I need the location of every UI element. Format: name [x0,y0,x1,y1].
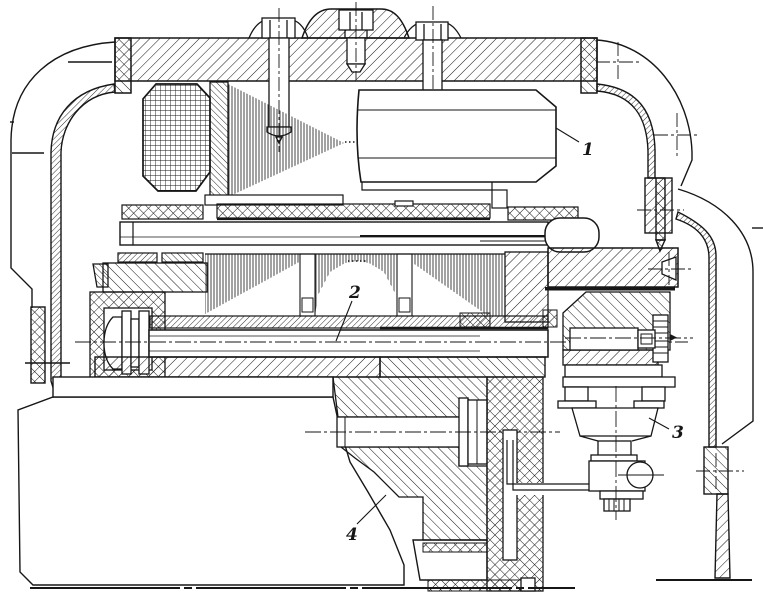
drum-part-1 [204,89,557,209]
callout-2-leader [335,300,353,342]
fan-envelope-left [205,261,301,316]
drain-pipe [506,440,593,491]
lower-shaft-part-2 [75,315,688,358]
column-foot-block [520,577,536,592]
right-bearing-unit [545,247,693,402]
base-gasket-strip [422,542,488,553]
bearing-cap-block [102,262,208,293]
valve-chamfer [579,435,652,442]
right-duct-outer-shell [596,39,693,187]
upper-shaft-band [119,221,549,246]
valve-bottom-flange [599,490,644,500]
insulation-strip [121,204,204,220]
bearing-step-plate [564,364,663,378]
stator-winding-group [142,81,229,201]
cover-casting-lumps [248,18,462,39]
bearing-cover [547,247,679,288]
right-lower-duct-outer [677,188,754,445]
lower-housing-beam [94,356,546,378]
right-lower-duct-inner [675,210,717,448]
cover-end-block-right [580,37,598,94]
spacer-block [398,297,411,313]
bearing-liner-strip [161,252,204,263]
rotor-cone-upper [228,84,356,197]
clamp-bolt-cap-inner [640,333,653,345]
bolt-head [261,17,296,39]
drum-step-block [491,189,508,209]
housing-beam-left [94,356,381,378]
callout-1-leader [555,127,580,143]
flange-nut [564,386,589,402]
gasket-tip [655,239,667,253]
bearing-flange-plate [562,376,676,388]
bolt-head [415,21,449,41]
strip-tab [394,200,414,207]
upper-shaft-assembly [117,200,600,263]
shaft-end-bulb [544,217,600,253]
screw-neck [344,30,368,38]
valve-flange [633,400,665,409]
right-air-duct-upper [596,39,763,253]
lower-rotor-fans [205,251,558,328]
base-casting-part-4 [17,376,531,592]
rotor-cone-fan [228,84,344,197]
valve-body [571,407,659,437]
valve-flange [557,400,597,409]
packing-column [486,376,593,592]
liner-strip [149,315,549,329]
right-duct-inner-wall [596,83,656,179]
spacer-block [301,297,314,313]
fan-envelope-center-dome [315,261,399,316]
callout-4-label: 4 [346,525,358,545]
callouts: 1 2 3 4 [335,127,684,545]
drum-lower-band [361,182,493,191]
drum-body [356,89,557,183]
fan-envelope-right [410,261,484,316]
callout-2-label: 2 [348,283,361,303]
clamp-bolt-slot [569,327,639,351]
left-duct-outer-shell [10,41,116,308]
valve-nub-serrations [608,499,625,511]
center-plug-screw [338,2,374,80]
insulation-strip [216,203,491,219]
callout-4-leader [356,494,387,525]
valve-nub [603,498,631,512]
callout-1-label: 1 [582,140,594,160]
rotor-end-plate [209,81,229,201]
bearing-block-lower [562,349,659,366]
callout-3-label: 3 [672,423,684,443]
base-flange [52,376,334,398]
right-air-duct-lower [656,188,754,581]
right-wall-strip [714,493,731,579]
shaft-rod [148,329,549,358]
valve-collar [590,454,638,462]
duct-gasket-strip [655,177,666,241]
cover-end-block-left [114,37,132,94]
right-end-block [504,251,549,323]
pipe-white-run [505,483,591,495]
housing-beam-right [379,356,546,378]
bearing-liner-strip [117,252,158,263]
insulation-strip [507,206,579,221]
stator-winding [142,83,211,192]
callout-3-leader [648,417,670,430]
left-duct-seal-block [30,306,46,384]
taper-roller [661,256,677,281]
valve-assembly-part-3 [557,386,665,520]
section-arrow [670,334,677,341]
flange-nut [641,386,666,402]
bearing-separator [545,287,675,291]
spline-ribs [653,320,668,354]
